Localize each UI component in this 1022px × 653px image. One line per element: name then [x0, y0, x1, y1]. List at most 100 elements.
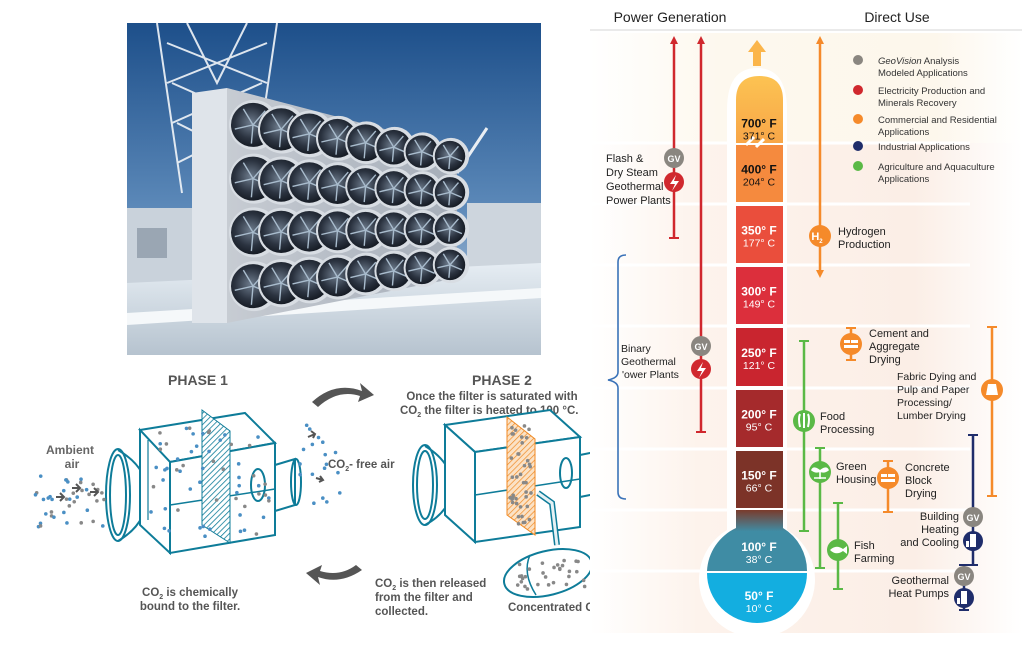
fan-blade: [448, 192, 451, 206]
phase2-caption-line3: collected.: [375, 606, 428, 618]
temperature-fahrenheit: 250° F: [741, 346, 776, 360]
fan-blade: [263, 128, 282, 135]
particle: [322, 466, 327, 471]
particle: [520, 514, 524, 519]
gv-badge-icon: [963, 507, 983, 527]
particle: [307, 427, 312, 431]
particle: [102, 497, 106, 502]
particle: [149, 510, 153, 514]
fan-blade: [299, 118, 310, 135]
fan-blade: [252, 110, 266, 126]
label-line: 'ower Plants: [622, 369, 679, 381]
fan-blade: [242, 162, 254, 179]
particle: [100, 491, 104, 495]
label-line: Fish: [854, 540, 875, 552]
fan-blade: [234, 177, 254, 184]
fabric-range: [987, 326, 997, 497]
particle: [251, 473, 256, 478]
phase1-particles: [33, 423, 342, 539]
fan-blade: [307, 279, 310, 298]
fan-blade: [280, 166, 294, 182]
fan-blade: [335, 138, 339, 155]
particle: [567, 574, 571, 579]
fan-blade: [271, 164, 282, 181]
temperature-celsius: 10° C: [746, 603, 773, 615]
background-top: [590, 33, 1022, 143]
particle: [178, 469, 182, 474]
fan-blade: [449, 191, 463, 199]
label-line: Processing: [820, 424, 874, 436]
fan-blade: [442, 144, 451, 157]
h2-glyph: H2: [811, 231, 823, 245]
label-line: Block: [905, 475, 932, 487]
phase1-caption-line1: CO2 is chemically: [142, 587, 239, 601]
fan-blade: [408, 150, 423, 156]
particle: [201, 431, 205, 436]
particle: [191, 432, 195, 436]
temperature-celsius: 121° C: [743, 360, 776, 372]
particle: [80, 488, 84, 493]
particle: [541, 571, 545, 575]
fan-blade: [414, 139, 423, 153]
particle: [71, 491, 76, 495]
particle: [510, 425, 514, 430]
label-line: Pulp and Paper: [897, 384, 970, 396]
particle: [510, 475, 515, 480]
particle: [510, 432, 515, 436]
header-power-generation: Power Generation: [614, 9, 727, 25]
particle: [91, 482, 95, 487]
fan-blade: [385, 216, 395, 231]
fan-blade: [421, 151, 435, 158]
particle: [67, 504, 72, 508]
fabric-label: Fabric Dying and Pulp and Paper Processi…: [897, 371, 977, 422]
particle: [256, 483, 261, 488]
temperature-band: [736, 206, 783, 263]
particle: [164, 442, 169, 446]
particle: [75, 495, 80, 499]
particle: [33, 492, 38, 497]
label-line: Cement and: [869, 328, 929, 340]
particle: [529, 491, 533, 495]
particle: [91, 519, 95, 524]
phase2-title: PHASE 2: [472, 372, 532, 388]
particle: [519, 435, 524, 439]
particle: [154, 465, 159, 470]
phase1-unit: [105, 409, 302, 556]
particle: [44, 512, 48, 516]
legend-item-label-line2: Minerals Recovery: [878, 98, 957, 109]
particle: [188, 487, 193, 491]
particle: [516, 514, 521, 519]
temperature-band: [707, 573, 807, 623]
fan-blade: [292, 279, 310, 285]
fan-blade: [449, 182, 460, 193]
particle: [48, 494, 52, 499]
particle: [223, 433, 227, 437]
phase2-unit: [412, 408, 601, 598]
temperature-celsius: 149° C: [743, 299, 776, 311]
fan-blade: [328, 216, 339, 232]
fan-blade: [292, 181, 310, 188]
gv-badge-icon: [853, 55, 863, 65]
particle: [203, 534, 207, 539]
fan-blade: [356, 260, 367, 275]
outflow-arrows-icon: [307, 430, 325, 483]
navy-dot-icon: [853, 141, 863, 151]
particle: [522, 424, 527, 428]
particle: [524, 495, 528, 499]
particle: [551, 580, 556, 585]
particle: [254, 532, 259, 536]
fan-blade: [419, 267, 423, 282]
hydrogen-h2-icon: [809, 225, 831, 247]
fan-blade: [379, 187, 394, 193]
particle: [337, 491, 342, 495]
fan-blade: [328, 262, 339, 278]
binary-label: Binary Geothermal 'ower Plants: [621, 343, 679, 381]
scale-break-icon: [744, 135, 766, 149]
particle: [298, 462, 302, 466]
particle: [161, 478, 165, 482]
gv-badge-icon: [691, 336, 711, 356]
particle: [87, 492, 91, 497]
fan-blade: [242, 269, 254, 287]
fan-blade: [414, 255, 423, 269]
